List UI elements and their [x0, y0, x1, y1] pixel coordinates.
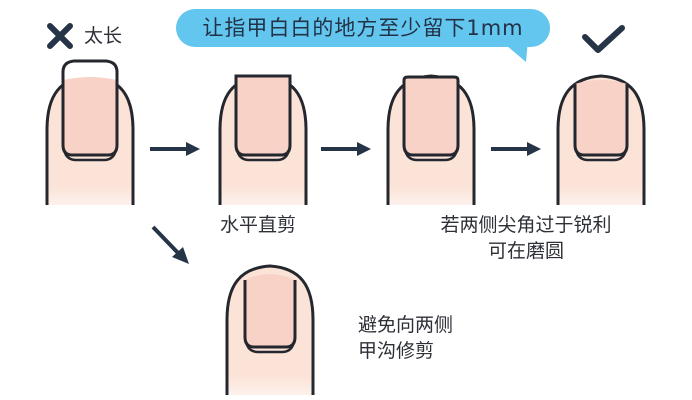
label-round-corners: 若两侧尖角过于锐利 可在磨圆	[412, 212, 640, 264]
finger-correct	[556, 74, 646, 205]
label-avoid-sides-line-2: 甲沟修剪	[358, 340, 435, 362]
callout-text: 让指甲白白的地方至少留下1mm	[202, 16, 524, 40]
finger-too-long	[45, 59, 135, 205]
arrow-down-right	[151, 225, 189, 264]
arrow-right-1	[150, 142, 200, 156]
label-cut-straight: 水平直剪	[220, 214, 297, 236]
callout-bubble: 让指甲白白的地方至少留下1mm	[176, 9, 550, 47]
cross-icon	[47, 23, 73, 49]
check-icon	[582, 25, 625, 53]
label-too-long: 太长	[84, 25, 123, 47]
arrow-right-3	[491, 142, 541, 156]
finger-round-corners	[386, 74, 476, 205]
label-avoid-sides: 避免向两侧 甲沟修剪	[358, 312, 453, 364]
arrow-right-2	[321, 142, 371, 156]
label-round-corners-line-1: 若两侧尖角过于锐利	[440, 214, 612, 236]
finger-avoid-sides	[225, 264, 315, 395]
label-round-corners-line-2: 可在磨圆	[487, 240, 564, 262]
label-avoid-sides-line-1: 避免向两侧	[358, 314, 454, 336]
finger-cut-straight	[218, 74, 308, 205]
